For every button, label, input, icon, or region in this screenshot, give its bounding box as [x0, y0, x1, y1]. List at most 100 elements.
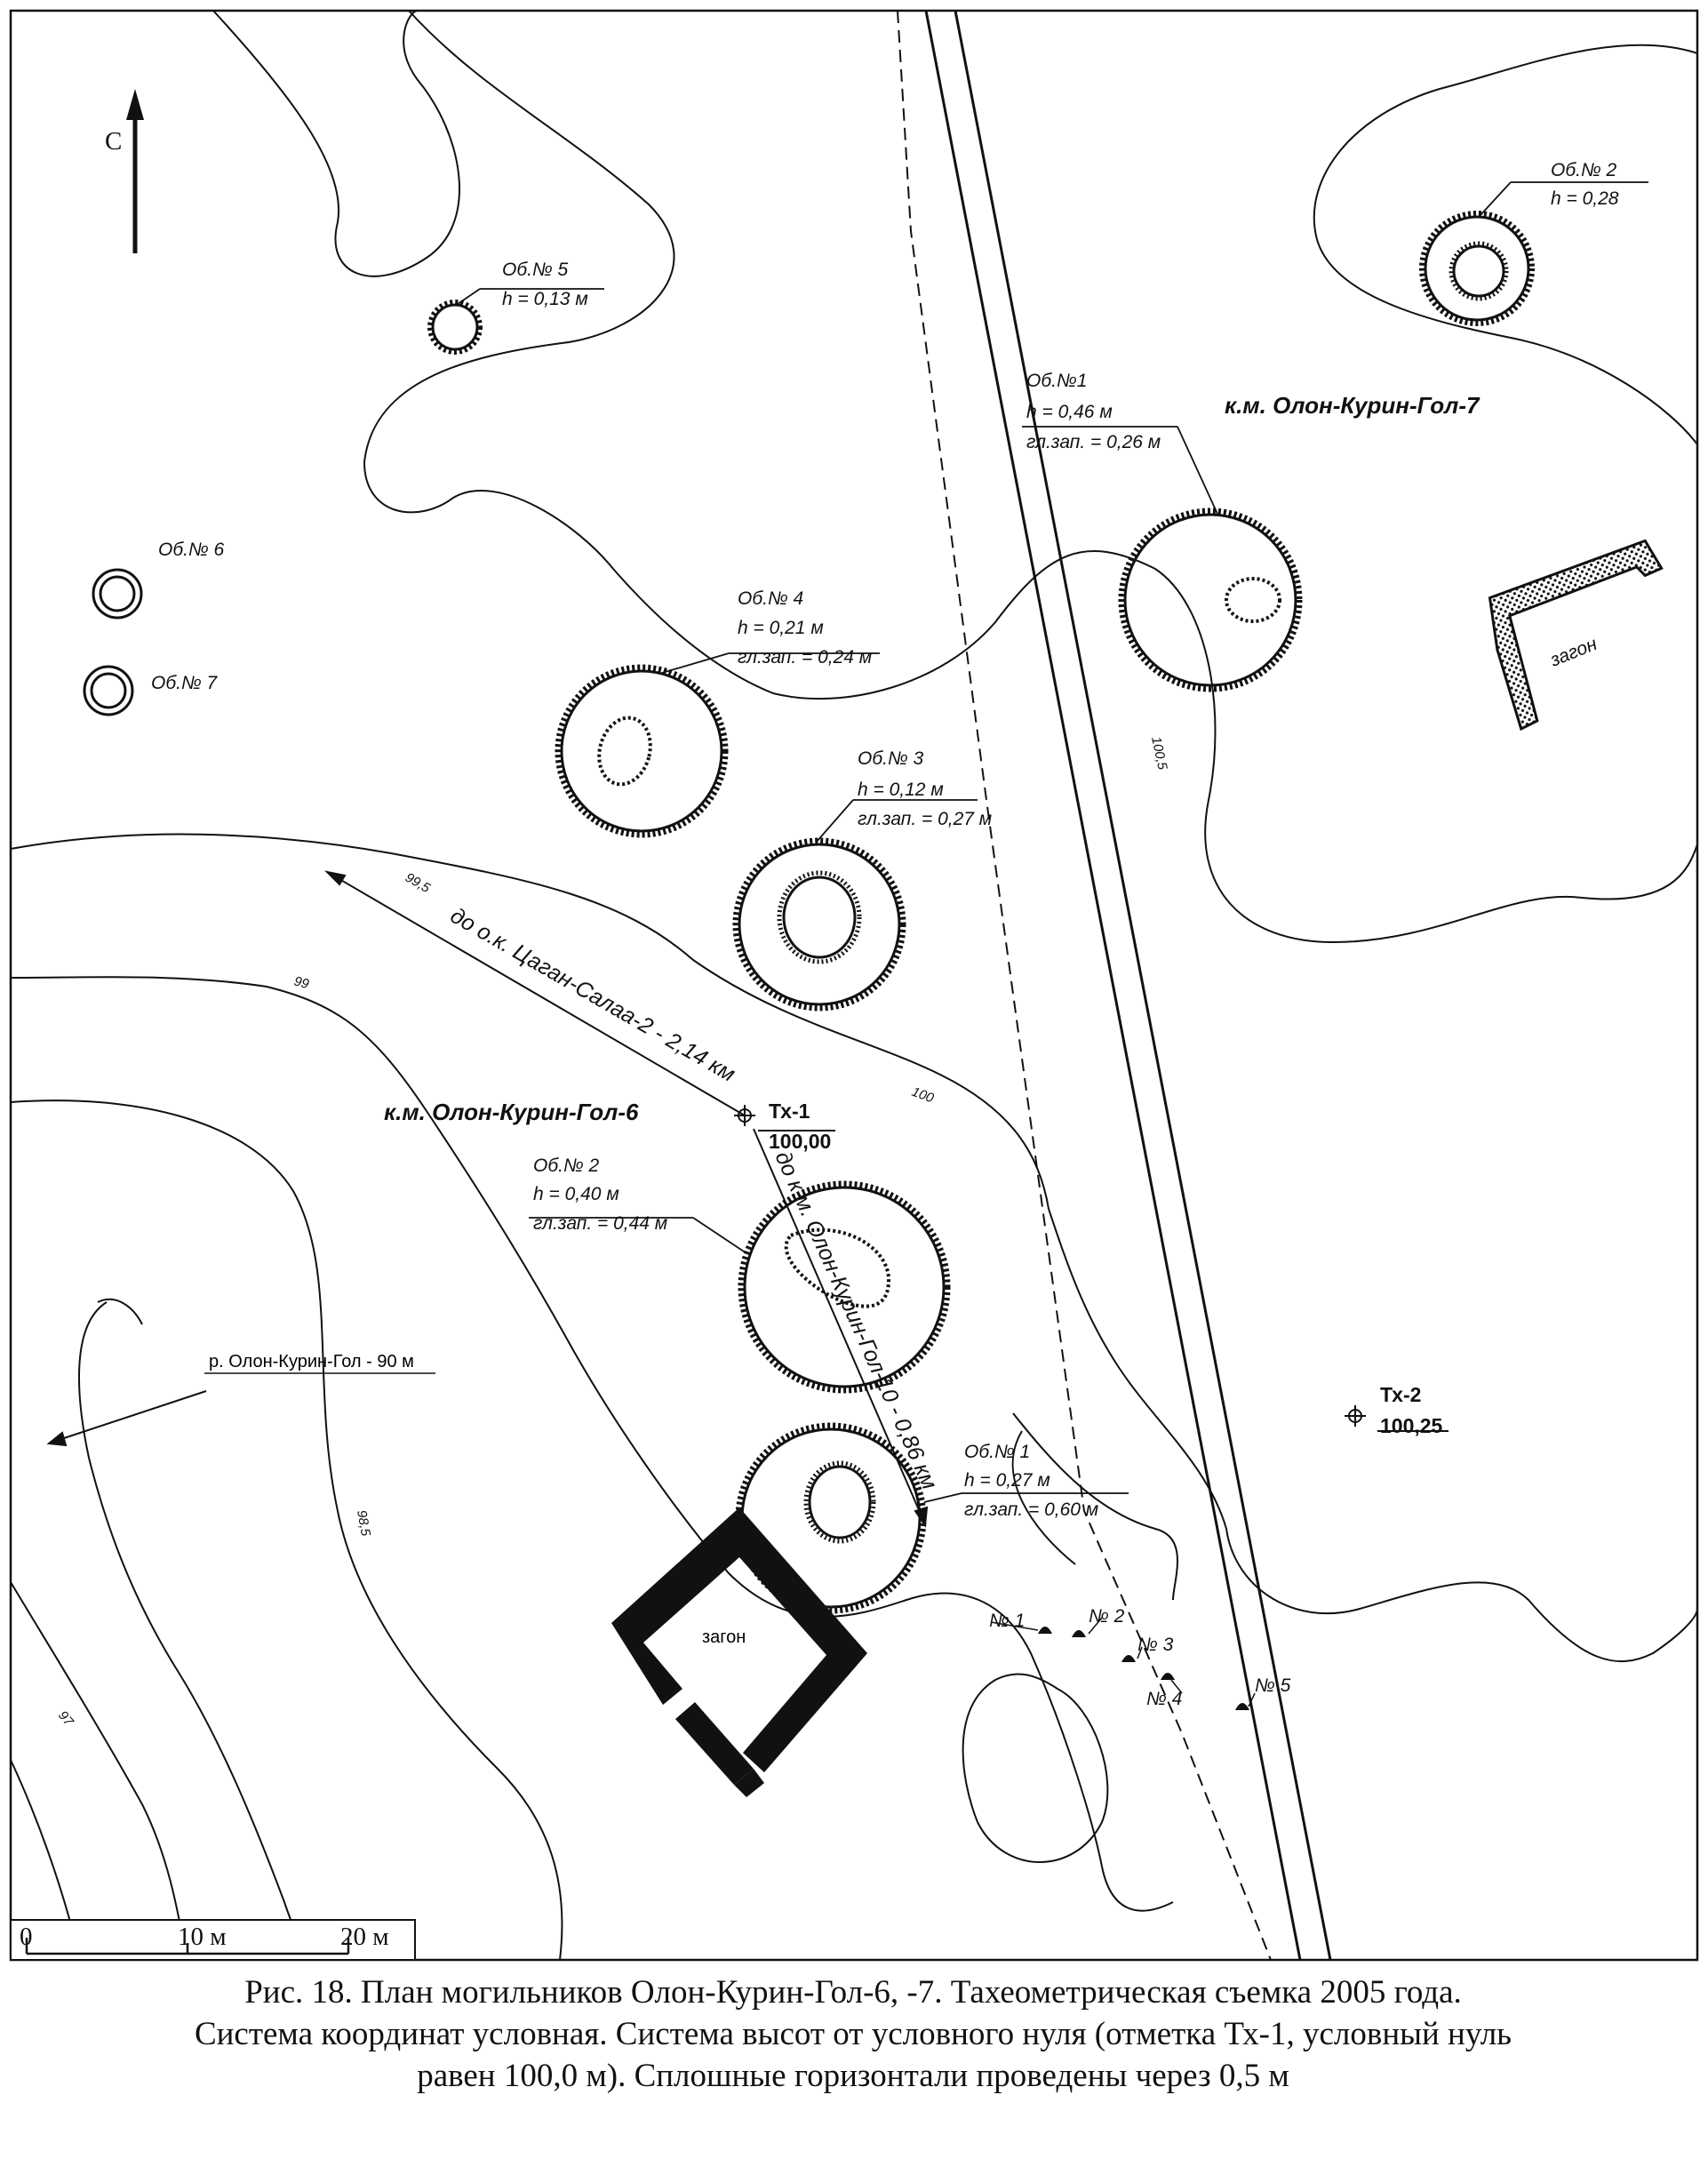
leader-line — [1479, 181, 1512, 217]
station-tx2-name: Тх-2 — [1380, 1383, 1421, 1406]
contour-line — [10, 1581, 188, 1961]
label-s7-ob2-name: Об.№ 2 — [1551, 160, 1617, 180]
contour-label: 99,5 — [403, 870, 433, 897]
ring — [92, 568, 143, 620]
mound-pit — [782, 876, 857, 959]
small-feature-marker — [1161, 1673, 1175, 1680]
direction-arrow-olon10 — [753, 1128, 923, 1519]
small-feature-marker — [1235, 1703, 1249, 1710]
feature-3-label: № 3 — [1137, 1635, 1174, 1655]
corral-big-label: загон — [702, 1627, 746, 1647]
scale-tick-0: 0 — [20, 1923, 33, 1951]
map-frame — [9, 9, 1699, 1962]
scale-tick-20: 20 м — [340, 1923, 389, 1951]
ring — [83, 665, 134, 716]
label-ob6-name: Об.№ 6 — [158, 540, 225, 560]
label-s7-ob2-h: h = 0,28 — [1551, 188, 1619, 209]
contour-line — [212, 10, 460, 277]
north-label: С — [105, 127, 122, 156]
ring — [99, 575, 136, 612]
site-6-label: к.м. Олон-Курин-Гол-6 — [384, 1099, 639, 1125]
small-feature-marker — [1038, 1627, 1052, 1634]
mound-pit — [808, 1465, 872, 1539]
mound-outer — [1118, 508, 1303, 692]
contour-line — [10, 1099, 563, 1961]
corral-big — [611, 1507, 867, 1797]
contour-label: 98,5 — [354, 1509, 373, 1538]
contour-line — [78, 1301, 307, 1961]
leader-line — [923, 1492, 962, 1503]
road-edge — [954, 10, 1332, 1961]
mound-outer — [738, 843, 901, 1006]
mound-outer — [1419, 211, 1535, 326]
contour-label: 100,5 — [1148, 735, 1170, 772]
leader-line — [815, 799, 854, 844]
label-ob5-name: Об.№ 5 — [502, 260, 569, 280]
mound-outer — [732, 837, 906, 1012]
mound-outer — [560, 669, 723, 833]
label-ob7-name: Об.№ 7 — [151, 673, 219, 693]
label-ob4-name: Об.№ 4 — [738, 588, 803, 609]
contour-line — [1313, 44, 1698, 445]
label-ob3-name: Об.№ 3 — [858, 748, 924, 769]
contour-line — [1012, 1412, 1178, 1601]
contour-line — [10, 833, 1698, 1663]
figure-caption: Рис. 18. План могильников Олон-Курин-Гол… — [53, 1971, 1653, 2097]
mound-outer — [743, 1186, 946, 1388]
small-feature-marker — [1121, 1655, 1136, 1662]
label-ob1-fill: гл.зап. = 0,60 м — [964, 1499, 1098, 1520]
contour-label: 99 — [292, 973, 311, 992]
small-feature-marker — [1072, 1630, 1086, 1637]
mound-pit — [597, 716, 652, 787]
track-dashed — [897, 10, 1272, 1961]
label-ob2-fill: гл.зап. = 0,44 м — [533, 1213, 667, 1234]
direction-tsagan-label: до о.к. Цаган-Салаа-2 - 2,14 км — [446, 903, 739, 1087]
mound-outer — [427, 300, 483, 355]
mound-pit — [784, 1227, 891, 1308]
label-ob4-h: h = 0,21 м — [738, 618, 824, 638]
direction-olon10-label: до к.м. Олон-Курин-Гол-10 - 0,86 км — [770, 1147, 943, 1493]
feature-2-label: № 2 — [1089, 1606, 1125, 1627]
contour-line — [962, 1673, 1109, 1863]
station-tx1-name: Тх-1 — [769, 1099, 810, 1123]
label-s7-ob1-h: h = 0,46 м — [1026, 402, 1113, 422]
leader-line — [661, 652, 730, 674]
contour-line — [10, 976, 1174, 1912]
label-ob1-name: Об.№ 1 — [964, 1442, 1030, 1462]
mound-pit — [803, 1460, 876, 1544]
label-ob2-h: h = 0,40 м — [533, 1184, 619, 1204]
direction-arrow-river — [52, 1390, 207, 1443]
scale-tick-10: 10 м — [178, 1923, 227, 1951]
label-s7-ob1-fill: гл.зап. = 0,26 м — [1026, 432, 1161, 452]
mound-pit — [777, 870, 862, 964]
label-ob3-fill: гл.зап. = 0,27 м — [858, 809, 992, 829]
label-ob3-h: h = 0,12 м — [858, 780, 944, 800]
station-tx2-elev: 100,25 — [1380, 1414, 1443, 1437]
caption-line-2: Система координат условная. Система высо… — [194, 2016, 1512, 2052]
site-7-label: к.м. Олон-Курин-Гол-7 — [1225, 392, 1481, 419]
label-s7-ob1-name: Об.№1 — [1026, 371, 1087, 391]
caption-line-1: Рис. 18. План могильников Олон-Курин-Гол… — [244, 1974, 1462, 2011]
north-arrow: С — [105, 89, 144, 253]
leader-line — [1177, 426, 1218, 515]
mound-pit — [1452, 244, 1505, 298]
mound-pit — [1449, 241, 1509, 301]
contour-label: 97 — [55, 1708, 76, 1730]
leader-line — [457, 288, 481, 305]
label-ob5-h: h = 0,13 м — [502, 289, 588, 309]
mound-pit — [1225, 577, 1281, 623]
contour-line — [1011, 1430, 1076, 1565]
ring — [90, 672, 127, 709]
leader-line — [692, 1217, 747, 1254]
mound-outer — [1424, 215, 1530, 322]
road-edge — [924, 10, 1302, 1961]
direction-arrow-tsagan — [332, 875, 746, 1116]
corral-small — [1488, 539, 1664, 732]
mound-outer — [738, 1180, 951, 1394]
contour-line — [363, 10, 1698, 944]
corral-small-label: загон — [1546, 634, 1600, 671]
mound-outer — [555, 664, 729, 838]
label-ob4-fill: гл.зап. = 0,24 м — [738, 647, 872, 668]
label-ob2-name: Об.№ 2 — [533, 1155, 600, 1176]
